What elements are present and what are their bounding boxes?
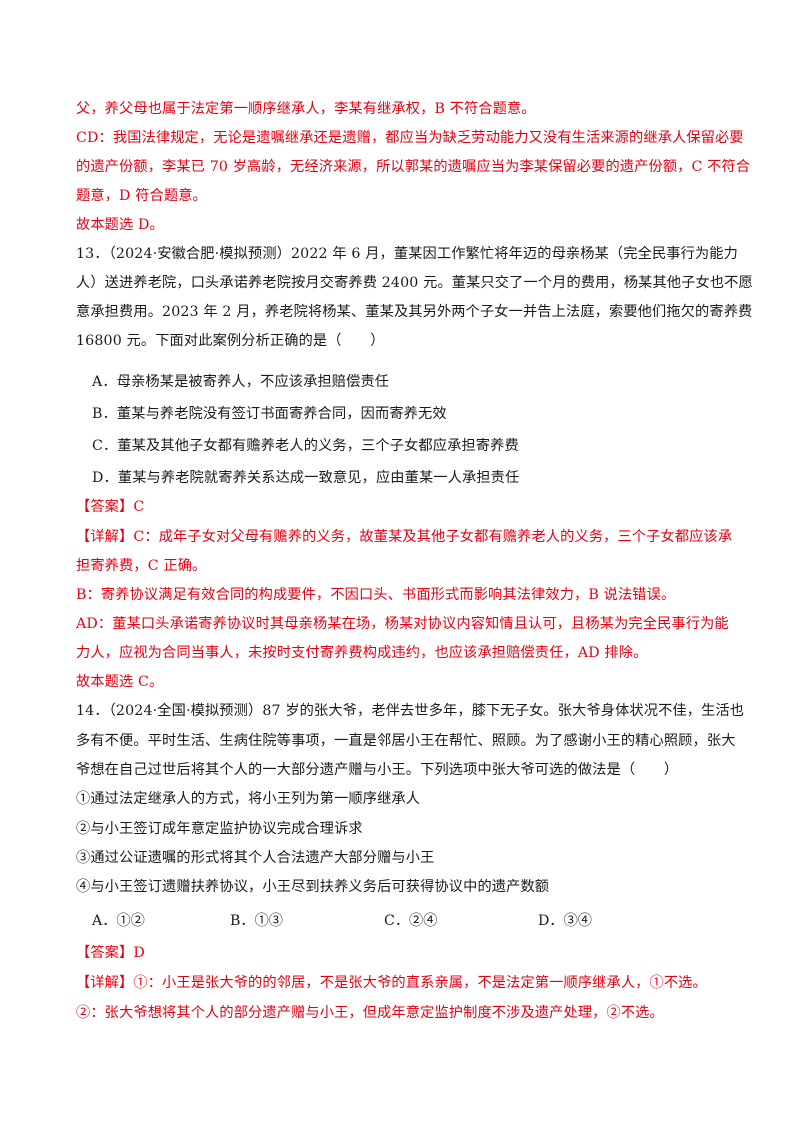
answer-label: 【答案】D: [76, 945, 145, 961]
explanation-line: 【详解】C：成年子女对父母有赡养的义务，故董某及其他子女都有赡养老人的义务，三个…: [76, 529, 733, 545]
explanation-line: 【详解】①：小王是张大爷的的邻居，不是张大爷的直系亲属，不是法定第一顺序继承人，…: [76, 975, 707, 991]
option-b: B．①③: [230, 913, 283, 929]
option-d: D．董某与养老院就寄养关系达成一致意见，应由董某一人承担责任: [92, 470, 520, 486]
option-c: C．②④: [384, 913, 438, 929]
statement-item: ④与小王签订遗赠扶养协议，小王尽到扶养义务后可获得协议中的遗产数额: [76, 879, 550, 895]
text-line: 父，养父母也属于法定第一顺序继承人，李某有继承权，B 不符合题意。: [76, 101, 536, 117]
question-14-stem: 多有不便。平时生活、生病住院等事项，一直是邻居小王在帮忙、照顾。为了感谢小王的精…: [76, 733, 736, 749]
conclusion-line: 故本题选 D。: [76, 217, 164, 233]
statement-item: ③通过公证遗嘱的形式将其个人合法遗产大部分赠与小王: [76, 850, 435, 866]
question-13-stem: 人）送进养老院，口头承诺养老院按月交寄养费 2400 元。董某只交了一个月的费用…: [76, 275, 753, 291]
text-line: 的遗产份额，李某已 70 岁高龄，无经济来源，所以郭某的遗嘱应当为李某保留必要的…: [76, 159, 751, 175]
question-14-stem: 14．（2024·全国·模拟预测）87 岁的张大爷，老伴去世多年，膝下无子女。张…: [76, 703, 745, 719]
explanation-line: 力人，应视为合同当事人，未按时支付寄养费构成违约，也应该承担赔偿责任，AD 排除…: [76, 645, 648, 661]
text-line: 题意，D 符合题意。: [76, 188, 207, 204]
option-c: C．董某及其他子女都有赡养老人的义务，三个子女都应承担寄养费: [92, 438, 519, 454]
answer-label: 【答案】C: [76, 499, 145, 515]
option-b: B．董某与养老院没有签订书面寄养合同，因而寄养无效: [92, 406, 447, 422]
explanation-line: ②：张大爷想将其个人的部分遗产赠与小王，但成年意定监护制度不涉及遗产处理，②不选…: [76, 1005, 664, 1021]
question-13-stem: 16800 元。下面对此案例分析正确的是（ ）: [76, 333, 385, 349]
option-a: A．母亲杨某是被寄养人，不应该承担赔偿责任: [92, 374, 390, 390]
explanation-line: B：寄养协议满足有效合同的构成要件，不因口头、书面形式而影响其法律效力，B 说法…: [76, 587, 676, 603]
statement-item: ①通过法定继承人的方式，将小王列为第一顺序继承人: [76, 791, 421, 807]
text-line: CD：我国法律规定，无论是遗嘱继承还是遗赠，都应当为缺乏劳动能力又没有生活来源的…: [76, 130, 744, 146]
option-a: A．①②: [92, 913, 145, 929]
conclusion-line: 故本题选 C。: [76, 674, 164, 690]
statement-item: ②与小王签订成年意定监护协议完成合理诉求: [76, 821, 363, 837]
option-d: D．③④: [538, 913, 592, 929]
explanation-line: 担寄养费，C 正确。: [76, 558, 207, 574]
question-13-stem: 意承担费用。2023 年 2 月，养老院将杨某、董某及其另外两个子女一并告上法庭…: [76, 304, 753, 320]
question-14-stem: 爷想在自己过世后将其个人的一大部分遗产赠与小王。下列选项中张大爷可选的做法是（ …: [76, 762, 679, 778]
explanation-line: AD：董某口头承诺寄养协议时其母亲杨某在场，杨某对协议内容知情且认可，且杨某为完…: [76, 616, 729, 632]
question-13-stem: 13．（2024·安徽合肥·模拟预测）2022 年 6 月，董某因工作繁忙将年迈…: [76, 246, 738, 262]
